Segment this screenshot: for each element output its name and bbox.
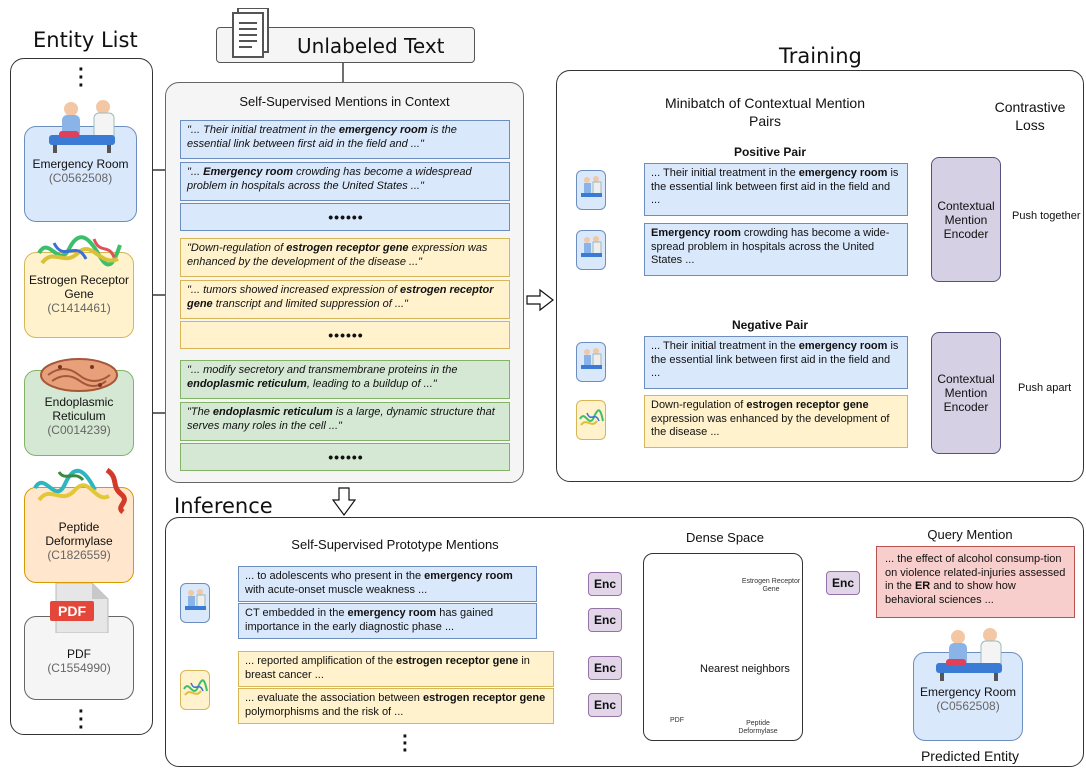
predicted-entity-label: Predicted Entity	[920, 748, 1020, 764]
entity-card-estrogen-receptor-gene[interactable]: Estrogen Receptor Gene (C1414461)	[24, 235, 134, 338]
entity-card-emergency-room[interactable]: Emergency Room (C0562508)	[24, 100, 137, 222]
encoder-box: Enc	[588, 656, 622, 680]
positive-pair-mention: Emergency room crowding has become a wid…	[644, 223, 908, 276]
prototype-mention: ... reported amplification of the estrog…	[238, 651, 554, 687]
entity-name: Estrogen Receptor Gene	[28, 273, 130, 301]
estrogen-receptor-thumbnail	[576, 400, 606, 440]
query-mention-title: Query Mention	[927, 527, 1013, 542]
arrow-to-inference	[331, 487, 357, 517]
inference-title: Inference	[174, 494, 273, 518]
entity-name: PDF	[67, 647, 91, 661]
entity-cui: (C0562508)	[48, 171, 113, 185]
prototype-mention: ... to adolescents who present in the em…	[238, 566, 537, 602]
organelle-icon	[40, 358, 118, 392]
context-mention: "Down-regulation of estrogen receptor ge…	[180, 238, 510, 277]
entity-cui: (C1554990)	[47, 661, 111, 675]
ellipsis-inference: ···	[402, 726, 410, 762]
dense-space-box	[643, 553, 803, 741]
context-mention: "... tumors showed increased expression …	[180, 280, 510, 319]
positive-pair-mention: ... Their initial treatment in the emerg…	[644, 163, 908, 216]
emergency-room-thumbnail	[576, 170, 606, 210]
document-icon	[232, 8, 269, 58]
context-ellipsis-box: ••••••	[180, 321, 510, 349]
medical-staff-icon	[936, 628, 1002, 681]
contextual-mention-encoder-negative: Contextual Mention Encoder	[931, 332, 1001, 454]
pdf-file-icon: PDF	[50, 583, 109, 633]
unlabeled-text-title: Unlabeled Text	[297, 34, 445, 58]
dense-space-title: Dense Space	[685, 530, 765, 545]
query-mention-box: ... the effect of alcohol consump-tion o…	[876, 546, 1075, 618]
context-title: Self-Supervised Mentions in Context	[239, 94, 450, 109]
nearest-neighbors-label: Nearest neighbors	[700, 663, 790, 675]
context-mention: "... Their initial treatment in the emer…	[180, 120, 510, 159]
context-mention: "... modify secretory and transmembrane …	[180, 360, 510, 399]
contextual-mention-encoder-positive: Contextual Mention Encoder	[931, 157, 1001, 282]
peptide-space-label: Peptide Deformylase	[738, 720, 778, 735]
prototype-title: Self-Supervised Prototype Mentions	[291, 537, 499, 552]
encoder-box: Enc	[588, 572, 622, 596]
context-ellipsis-box: ••••••	[180, 203, 510, 231]
minibatch-title: Minibatch of Contextual Mention Pairs	[665, 95, 865, 129]
entity-cui: (C1414461)	[47, 301, 111, 315]
entity-name: Peptide Deformylase	[45, 520, 113, 548]
entity-name: Emergency Room	[32, 157, 129, 171]
context-mention: "The endoplasmic reticulum is a large, d…	[180, 402, 510, 441]
entity-name: Endoplasmic Reticulum	[44, 395, 114, 423]
entity-list-title: Entity List	[33, 28, 138, 52]
emergency-room-thumbnail	[180, 583, 210, 623]
push-together-label: Push together	[1012, 210, 1081, 222]
encoder-box: Enc	[588, 693, 622, 717]
prototype-mention: CT embedded in the emergency room has ga…	[238, 603, 537, 639]
protein-structure-icon	[33, 467, 127, 514]
entity-cui: (C1826559)	[47, 548, 111, 562]
negative-pair-mention: Down-regulation of estrogen receptor gen…	[644, 395, 908, 448]
pdf-space-label: PDF	[670, 717, 684, 724]
predicted-entity-name: Emergency Room	[919, 685, 1017, 699]
positive-pair-label: Positive Pair	[733, 145, 807, 159]
negative-pair-mention: ... Their initial treatment in the emerg…	[644, 336, 908, 389]
ellipsis-top: ···	[78, 59, 86, 97]
emergency-room-thumbnail	[576, 342, 606, 382]
protein-structure-icon	[37, 235, 122, 267]
negative-pair-label: Negative Pair	[731, 318, 809, 332]
push-apart-label: Push apart	[1018, 382, 1072, 394]
context-mention: "... Emergency room crowding has become …	[180, 162, 510, 201]
estrogen-space-label: Estrogen Receptor Gene	[741, 578, 801, 593]
encoder-box: Enc	[588, 608, 622, 632]
predicted-entity-cui: (C0562508)	[936, 699, 1000, 713]
context-ellipsis-box: ••••••	[180, 443, 510, 471]
predicted-entity-card: Emergency Room (C0562508)	[913, 628, 1023, 741]
loss-title: Contrastive Loss	[994, 99, 1066, 133]
entity-cui: (C0014239)	[47, 423, 111, 437]
entity-card-pdf[interactable]: PDF PDF (C1554990)	[24, 583, 134, 700]
medical-staff-icon	[48, 100, 115, 153]
training-title: Training	[779, 44, 862, 68]
arrow-to-training	[526, 288, 554, 312]
prototype-mention: ... evaluate the association between est…	[238, 688, 554, 724]
ellipsis-bottom: ···	[78, 701, 86, 739]
entity-card-peptide-deformylase[interactable]: Peptide Deformylase (C1826559)	[24, 467, 134, 583]
emergency-room-thumbnail	[576, 230, 606, 270]
estrogen-receptor-thumbnail	[180, 670, 210, 710]
query-encoder-box: Enc	[826, 571, 860, 595]
svg-text:PDF: PDF	[58, 603, 86, 619]
entity-card-endoplasmic-reticulum[interactable]: Endoplasmic Reticulum (C0014239)	[24, 358, 134, 456]
